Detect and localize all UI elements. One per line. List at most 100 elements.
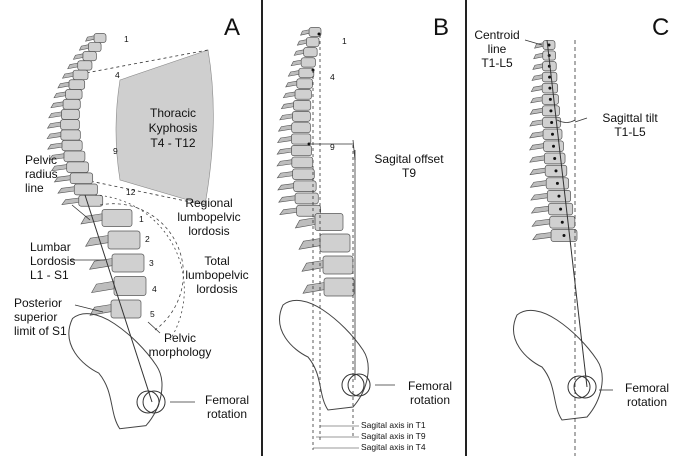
spinous-process — [68, 63, 78, 69]
vertebra-number: 9 — [330, 142, 335, 152]
centroid-dot — [550, 121, 553, 124]
spinous-process — [280, 114, 293, 120]
vertebra — [78, 61, 92, 70]
centroid-dot — [563, 234, 566, 237]
spinous-process — [530, 132, 543, 138]
sagittal-tilt-label: Sagittal tilt T1-L5 — [585, 111, 675, 139]
vertebra — [114, 277, 146, 296]
sagital-axis-t9-label: Sagital axis in T9 — [361, 431, 426, 441]
panel-letter-a: A — [224, 14, 240, 42]
sagital-axis-t1-label: Sagital axis in T1 — [361, 420, 426, 430]
vertebra — [291, 134, 311, 144]
centroid-dot — [552, 145, 555, 148]
vertebra — [61, 120, 80, 130]
spinous-process — [530, 144, 544, 150]
pelvis-outline — [514, 310, 603, 420]
centroid-dot — [559, 208, 562, 211]
pelvic-radius-label: Pelvic radius line — [25, 153, 58, 195]
vertebra-number: 4 — [330, 72, 335, 82]
vertebra — [62, 140, 82, 150]
spinous-process — [533, 233, 551, 240]
vertebra — [320, 234, 350, 252]
vertebra — [67, 162, 89, 173]
vertebra-number: 1 — [342, 36, 347, 46]
vertebra — [63, 99, 80, 109]
vertebra — [292, 157, 313, 168]
centroid-dot — [561, 221, 564, 224]
spinous-process — [531, 97, 542, 103]
vertebra — [293, 169, 315, 180]
vertebra — [324, 278, 354, 296]
spinous-process — [92, 281, 114, 292]
femoral-head — [143, 391, 165, 413]
vertebra — [61, 130, 81, 140]
sagital-axis-t4-label: Sagital axis in T4 — [361, 442, 426, 452]
vertebra — [73, 70, 88, 80]
spinous-process — [280, 208, 297, 215]
spinous-process — [299, 239, 320, 250]
vertebra — [297, 79, 313, 89]
spinous-process — [279, 125, 292, 131]
vertebra — [74, 184, 97, 195]
spinous-process — [278, 136, 292, 142]
vertebra-number: 2 — [145, 234, 150, 244]
panel-a: A Thoracic Kyphosis T4 - T12 Pelvic radi… — [0, 0, 261, 456]
vertebra-number: 1 — [139, 214, 144, 224]
centroid-dot — [557, 195, 560, 198]
spinous-process — [283, 92, 295, 98]
vertebra — [64, 151, 85, 162]
panel-c: C Centroid line T1-L5 Sagittal tilt T1-L… — [467, 0, 683, 456]
spinous-process — [48, 122, 61, 128]
femoral-head — [348, 374, 370, 396]
vertebra-number: 9 — [113, 146, 118, 156]
vertebra-number: 12 — [126, 187, 135, 197]
spinous-process — [277, 148, 291, 154]
spinous-process — [277, 172, 292, 178]
sagital-offset-label: Sagital offset T9 — [359, 152, 459, 180]
vertebra — [315, 214, 343, 231]
spinous-process — [291, 60, 301, 66]
spinous-process — [86, 236, 108, 247]
spinous-process — [530, 120, 543, 126]
spinous-process — [530, 156, 545, 163]
vertebra — [79, 195, 103, 206]
spinous-process — [288, 71, 299, 77]
spinous-process — [47, 132, 61, 138]
vertebra — [102, 210, 132, 227]
spinous-process — [303, 283, 324, 294]
panel-letter-c: C — [652, 14, 669, 42]
spinous-process — [62, 198, 79, 205]
centroid-dot — [551, 133, 554, 136]
vertebra — [292, 111, 310, 121]
spinous-process — [277, 160, 292, 166]
total-lordosis-label: Total lumbopelvic lordosis — [176, 254, 258, 296]
spinous-process — [531, 86, 542, 92]
spinous-process — [286, 81, 297, 87]
femoral-rotation-label-b: Femoral rotation — [398, 379, 462, 407]
spinous-process — [48, 143, 62, 149]
vertebra — [69, 80, 85, 90]
vertebra — [304, 48, 318, 57]
centroid-dot — [549, 98, 552, 101]
vertebra — [111, 300, 141, 318]
spinous-process — [294, 50, 303, 56]
vertebra — [295, 193, 318, 204]
pelvic-morphology-label: Pelvic morphology — [140, 331, 220, 359]
vertebra — [61, 109, 79, 119]
spinous-process — [279, 196, 295, 203]
vertebra — [306, 37, 319, 46]
spinous-process — [73, 54, 82, 60]
vertebra — [108, 231, 140, 249]
vertebra — [295, 89, 312, 99]
vertebra-number: 4 — [115, 70, 120, 80]
vertebra — [293, 100, 310, 110]
centroid-dot — [548, 87, 551, 90]
leader-line — [72, 205, 90, 220]
centroid-dot — [556, 182, 559, 185]
spinous-process — [63, 73, 74, 79]
spinous-process — [530, 181, 546, 188]
spinous-process — [534, 53, 543, 59]
spinous-process — [531, 193, 547, 200]
centroid-dot — [553, 157, 556, 160]
vertebra — [301, 58, 315, 67]
